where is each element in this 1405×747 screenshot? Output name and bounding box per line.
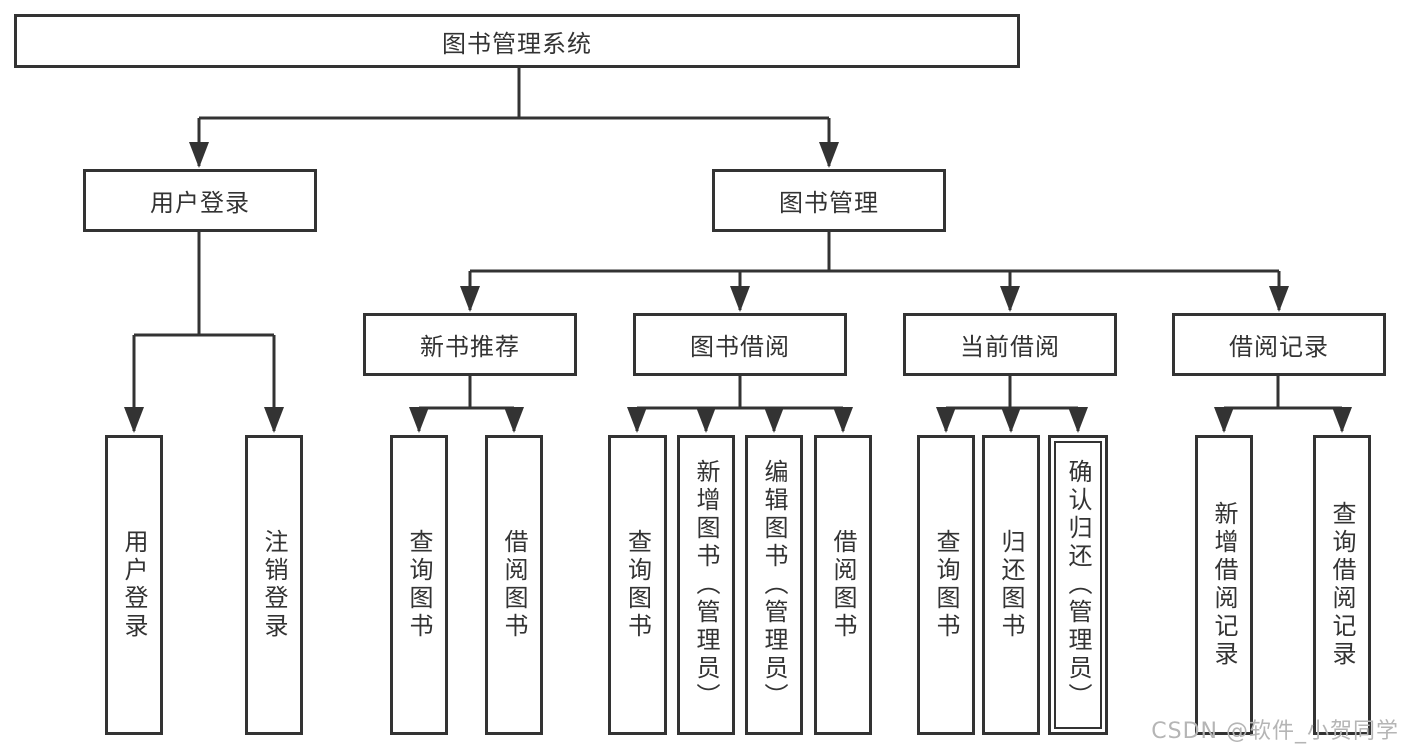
node-borrowing-records-label: 借阅记录 <box>1229 333 1329 361</box>
leaf-confirm-return-admin-label: 确认归还（管理员） <box>1064 459 1092 711</box>
node-book-borrowing-label: 图书借阅 <box>690 333 790 361</box>
leaf-add-borrow-record: 新增借阅记录 <box>1195 435 1253 735</box>
leaf-borrow-query-books-label: 查询图书 <box>623 529 652 641</box>
leaf-edit-books-admin: 编辑图书（管理员） <box>745 435 803 735</box>
leaf-user-login: 用户登录 <box>105 435 163 735</box>
leaf-current-query-books-label: 查询图书 <box>932 529 960 641</box>
leaf-return-books: 归还图书 <box>982 435 1040 735</box>
leaf-query-borrow-record-label: 查询借阅记录 <box>1328 501 1356 669</box>
node-new-book-recommend: 新书推荐 <box>363 313 577 376</box>
node-library-system-label: 图书管理系统 <box>442 29 592 58</box>
node-borrowing-records: 借阅记录 <box>1172 313 1386 376</box>
leaf-add-borrow-record-label: 新增借阅记录 <box>1210 501 1238 669</box>
leaf-user-login-label: 用户登录 <box>120 529 148 641</box>
node-current-borrowing: 当前借阅 <box>903 313 1117 376</box>
leaf-newrec-borrow-books: 借阅图书 <box>485 435 543 735</box>
leaf-logout: 注销登录 <box>245 435 303 735</box>
leaf-add-books-admin-label: 新增图书（管理员） <box>692 459 720 711</box>
node-book-management: 图书管理 <box>712 169 946 232</box>
node-book-borrowing: 图书借阅 <box>633 313 847 376</box>
leaf-current-query-books: 查询图书 <box>917 435 975 735</box>
node-new-book-recommend-label: 新书推荐 <box>420 333 520 361</box>
node-book-management-label: 图书管理 <box>779 189 879 217</box>
leaf-borrow-books-label: 借阅图书 <box>829 529 857 641</box>
node-user-login: 用户登录 <box>83 169 317 232</box>
leaf-confirm-return-admin: 确认归还（管理员） <box>1048 435 1108 735</box>
leaf-query-borrow-record: 查询借阅记录 <box>1313 435 1371 735</box>
node-current-borrowing-label: 当前借阅 <box>960 333 1060 361</box>
leaf-newrec-borrow-books-label: 借阅图书 <box>500 529 528 641</box>
leaf-edit-books-admin-label: 编辑图书（管理员） <box>760 459 788 711</box>
leaf-borrow-query-books: 查询图书 <box>608 435 667 735</box>
leaf-logout-label: 注销登录 <box>260 529 288 641</box>
leaf-add-books-admin: 新增图书（管理员） <box>677 435 735 735</box>
leaf-newrec-query-books-label: 查询图书 <box>405 529 433 641</box>
leaf-return-books-label: 归还图书 <box>997 529 1025 641</box>
leaf-borrow-books: 借阅图书 <box>814 435 872 735</box>
node-library-system: 图书管理系统 <box>14 14 1020 68</box>
csdn-watermark: CSDN @软件_小贺同学 <box>1151 719 1399 744</box>
node-user-login-label: 用户登录 <box>150 189 250 217</box>
leaf-newrec-query-books: 查询图书 <box>390 435 448 735</box>
